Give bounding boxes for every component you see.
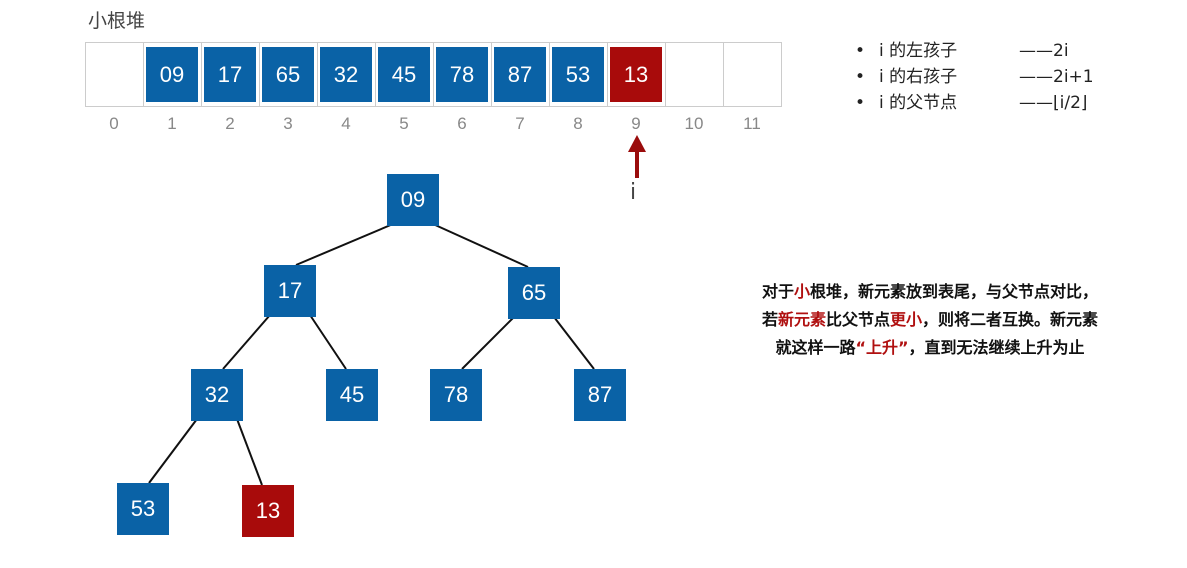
array-index-label: 10 <box>684 114 704 133</box>
slide-title: 小根堆 <box>88 10 146 32</box>
array-element: 65 <box>262 47 314 102</box>
text-segment: 根堆，新元素放到表尾，与父节点对比， <box>810 282 1099 301</box>
index-formulas: •i 的左孩子——2i •i 的右孩子——2i+1 •i 的父节点——⌊i/2⌋ <box>855 38 1094 116</box>
text-segment: 对于 <box>761 282 794 301</box>
array-cell <box>318 43 376 106</box>
emphasis-text: 更小 <box>890 310 923 329</box>
tree-edge <box>295 223 394 266</box>
tree-node: 78 <box>430 369 482 421</box>
array-cell <box>260 43 318 106</box>
text-segment: ，直到无法继续上升为止 <box>908 338 1085 357</box>
array-index-label: 9 <box>631 114 641 133</box>
pointer-label: i <box>630 180 637 205</box>
emphasis-text: 小 <box>793 282 810 301</box>
array-cell <box>608 43 666 106</box>
tree-node: 45 <box>326 369 378 421</box>
description-line-1: 对于小根堆，新元素放到表尾，与父节点对比， <box>695 278 1165 306</box>
array-cell <box>666 43 724 106</box>
array-index-label: 1 <box>167 114 177 133</box>
tree-edge <box>148 418 198 484</box>
tree-node: 53 <box>117 483 169 535</box>
text-segment: 若 <box>761 310 778 329</box>
emphasis-text: 新元素 <box>777 310 826 329</box>
formula-parent: •i 的父节点——⌊i/2⌋ <box>855 90 1094 116</box>
tree-edge <box>222 314 271 370</box>
text-segment: 就这样一路 <box>775 338 856 357</box>
text-segment: 比父节点 <box>825 310 890 329</box>
tree-node: 13 <box>242 485 294 537</box>
tree-node: 17 <box>264 265 316 317</box>
array-element: 45 <box>378 47 430 102</box>
bullet-icon: • <box>855 67 866 87</box>
emphasis-text: “上升” <box>855 338 909 357</box>
formula-right-child: •i 的右孩子——2i+1 <box>855 64 1094 90</box>
tree-edge <box>432 223 529 268</box>
array-index-label: 11 <box>743 114 761 133</box>
tree-node: 32 <box>191 369 243 421</box>
bullet-icon: • <box>855 41 866 61</box>
array-cell <box>86 43 144 106</box>
array-element: 53 <box>552 47 604 102</box>
array-element: 87 <box>494 47 546 102</box>
array-element: 32 <box>320 47 372 102</box>
array-index-label: 8 <box>573 114 583 133</box>
tree-node: 65 <box>508 267 560 319</box>
array-element: 13 <box>610 47 662 102</box>
array-cell <box>202 43 260 106</box>
array-index-label: 5 <box>399 114 409 133</box>
tree-edge <box>553 316 595 370</box>
description-line-3: 就这样一路“上升”，直到无法继续上升为止 <box>695 334 1165 362</box>
array-cell <box>376 43 434 106</box>
tree-node: 87 <box>574 369 626 421</box>
tree-node: 09 <box>387 174 439 226</box>
formula-left-child: •i 的左孩子——2i <box>855 38 1094 64</box>
array-index-label: 6 <box>457 114 467 133</box>
tree-edge <box>236 418 263 486</box>
description-text: 对于小根堆，新元素放到表尾，与父节点对比， 若新元素比父节点更小，则将二者互换。… <box>695 278 1165 362</box>
pointer-arrow-head <box>628 135 646 152</box>
bullet-icon: • <box>855 93 866 113</box>
array-element: 78 <box>436 47 488 102</box>
array-index-label: 2 <box>225 114 235 133</box>
description-line-2: 若新元素比父节点更小，则将二者互换。新元素 <box>695 306 1165 334</box>
array-cell <box>144 43 202 106</box>
tree-edge <box>309 314 347 370</box>
array-index-label: 3 <box>283 114 293 133</box>
array-index-label: 7 <box>515 114 525 133</box>
text-segment: ，则将二者互换。新元素 <box>922 310 1099 329</box>
array-cell <box>492 43 550 106</box>
array-cell <box>434 43 492 106</box>
array-element: 17 <box>204 47 256 102</box>
tree-edge <box>461 316 515 370</box>
array-index-label: 0 <box>109 114 119 133</box>
array-index-label: 4 <box>341 114 351 133</box>
array-element: 09 <box>146 47 198 102</box>
array-cell <box>550 43 608 106</box>
